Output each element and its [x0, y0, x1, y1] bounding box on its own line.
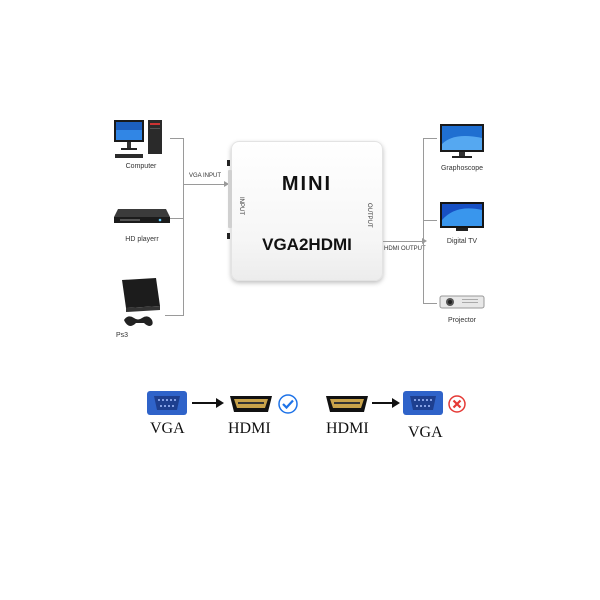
computer-icon [114, 120, 162, 158]
vga-port-dot-top [227, 160, 230, 166]
arrow-right-icon [192, 398, 224, 408]
arrow-right-icon [372, 398, 400, 408]
compat-to-label: HDMI [228, 420, 271, 437]
cross-icon [448, 395, 466, 413]
device-label-tv: Digital TV [446, 238, 478, 245]
device-projector [436, 292, 488, 312]
hdmi-output-line [383, 241, 423, 242]
check-icon [278, 394, 298, 414]
converter-model: VGA2HDMI [262, 235, 352, 254]
compat-from-label: HDMI [326, 420, 369, 437]
compat-to-label: VGA [408, 424, 443, 441]
compat-vga-to-hdmi: VGA HDMI [146, 388, 306, 442]
right-connector-bottom [423, 303, 437, 304]
device-hd-player [112, 205, 172, 227]
device-label-ps3: Ps3 [116, 332, 129, 339]
hdmi-output-arrow [422, 238, 427, 244]
hdmi-connector-icon [326, 396, 368, 412]
left-connector-bottom [165, 315, 184, 316]
device-computer [112, 118, 170, 166]
left-connector-middle [170, 218, 184, 219]
right-connector-vertical [423, 138, 424, 304]
compat-hdmi-to-vga: HDMI VGA [324, 388, 484, 442]
projector-icon [439, 295, 485, 309]
monitor-icon [440, 124, 484, 158]
device-label-projector: Projector [447, 317, 476, 324]
device-label-computer: Computer [125, 163, 157, 170]
output-side-label: OUTPUT [366, 203, 372, 228]
device-label-monitor: Graphoscope [440, 165, 484, 172]
left-connector-top [170, 138, 184, 139]
hdmi-output-label: HDMI OUTPUT [384, 246, 426, 252]
dvd-player-icon [114, 209, 170, 223]
converter-box: MINI VGA2HDMI INPUT OUTPUT [231, 141, 383, 281]
vga-input-line [183, 184, 225, 185]
device-monitor [438, 122, 486, 160]
tv-icon [440, 202, 484, 231]
vga-port [228, 170, 232, 228]
device-ps3 [116, 276, 166, 332]
device-tv [438, 200, 486, 234]
vga-port-dot-bottom [227, 233, 230, 239]
input-side-label: INPUT [238, 197, 244, 215]
device-label-hd-player: HD playerr [125, 236, 159, 243]
ps3-icon [122, 278, 160, 326]
vga-connector-icon [147, 391, 187, 415]
vga-input-arrow [224, 181, 229, 187]
converter-logo: MINI [281, 173, 333, 195]
right-connector-top [423, 138, 437, 139]
vga-connector-icon [403, 391, 443, 415]
right-connector-middle [423, 220, 437, 221]
vga-input-label: VGA INPUT [189, 173, 222, 179]
hdmi-connector-icon [230, 396, 272, 412]
compat-from-label: VGA [150, 420, 185, 437]
left-connector-vertical [183, 138, 184, 315]
